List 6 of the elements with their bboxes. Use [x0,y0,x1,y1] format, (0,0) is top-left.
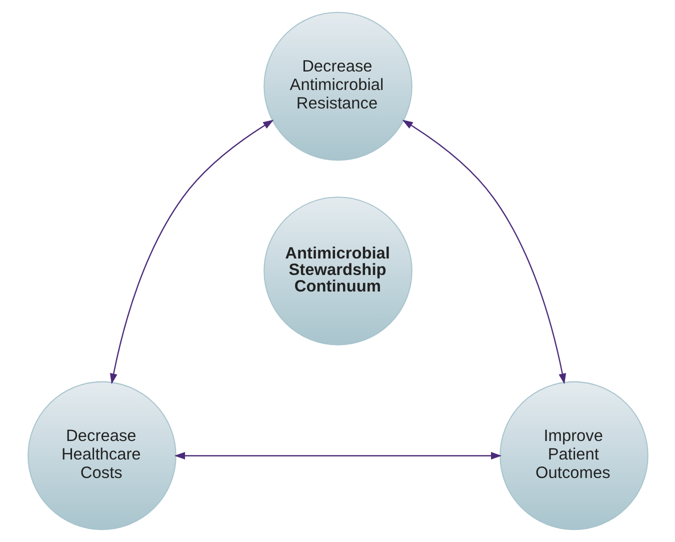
node-circle: Antimicrobial Stewardship Continuum [263,196,412,346]
arrow [109,120,274,384]
arrow [174,452,502,460]
node-circle: Improve Patient Outcomes [499,381,648,530]
node-circle: Decrease Healthcare Costs [27,381,176,530]
arrow [402,120,566,384]
